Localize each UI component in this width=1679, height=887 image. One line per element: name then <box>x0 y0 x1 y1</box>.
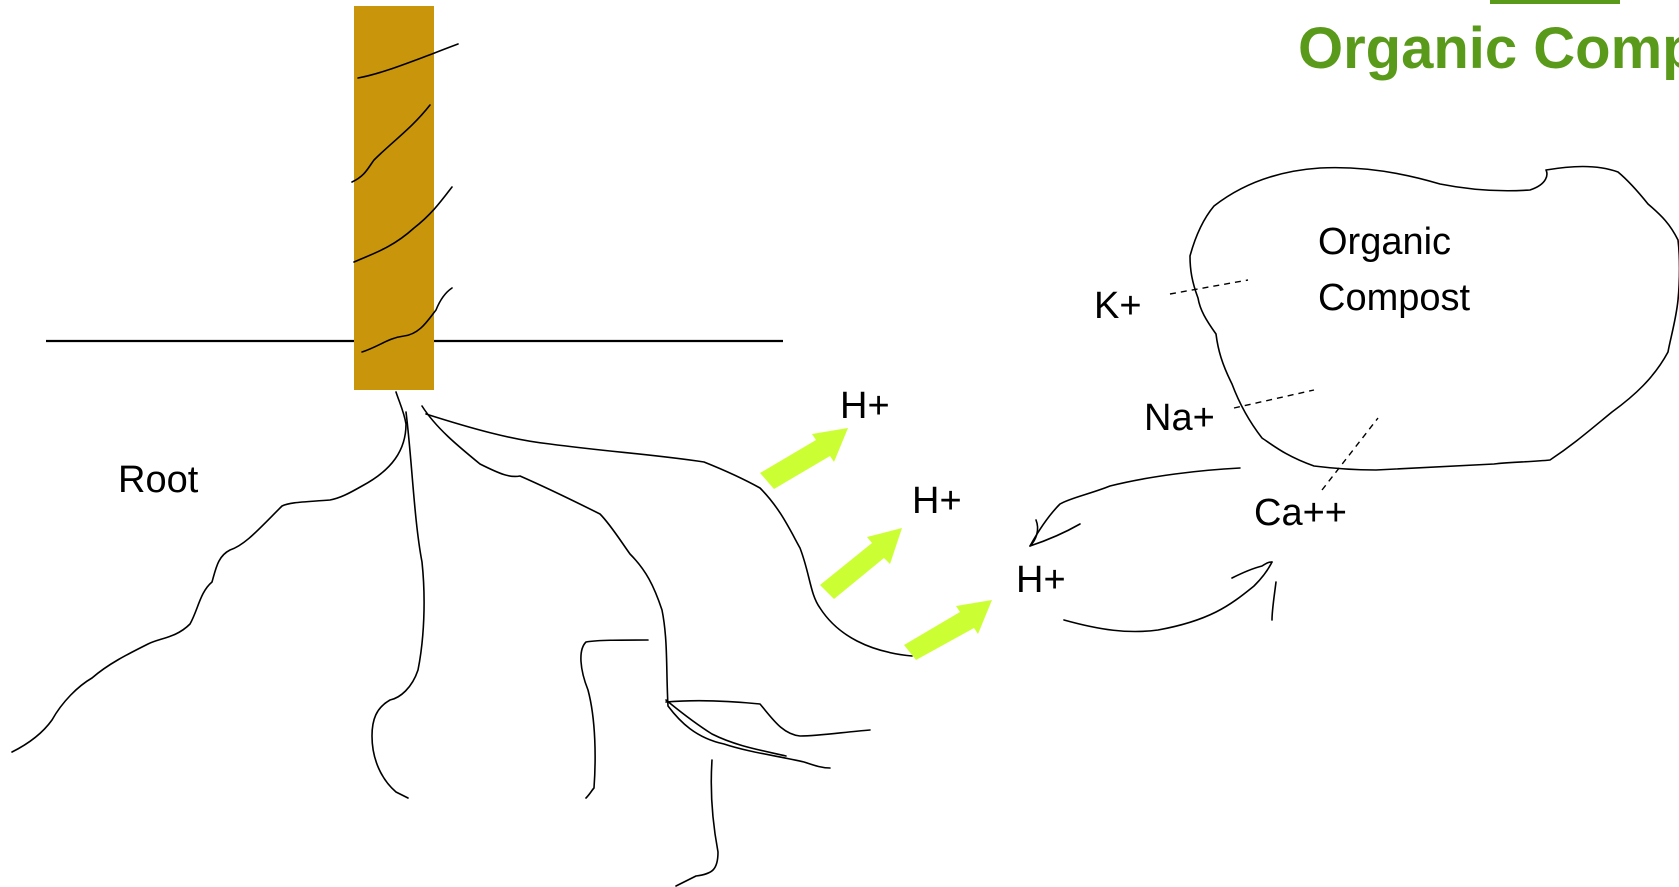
h-ion-arrow-1 <box>760 428 848 489</box>
ca-ion-link <box>1321 417 1379 491</box>
na-ion-label: Na+ <box>1144 397 1215 439</box>
organic-compost-outline <box>1189 165 1679 471</box>
h-ion-label-2: H+ <box>912 480 962 522</box>
h-ion-label-1: H+ <box>840 385 890 427</box>
h-ion-arrow-2 <box>820 528 902 599</box>
k-ion-link <box>1169 279 1249 295</box>
h-ion-label-3: H+ <box>1016 559 1066 601</box>
title-underline-fragment <box>1490 0 1620 4</box>
compost-label-line1: Organic <box>1318 221 1451 263</box>
root-label: Root <box>118 459 199 501</box>
root-system <box>11 391 913 887</box>
h-ion-arrow-3 <box>904 600 992 660</box>
compost-label-line2: Compost <box>1318 277 1470 319</box>
ion-exchange-arrows <box>1029 467 1277 633</box>
h-ion-arrows <box>760 428 992 660</box>
stem-bark-marks <box>351 43 459 353</box>
ca-ion-label: Ca++ <box>1254 492 1347 534</box>
k-ion-label: K+ <box>1094 285 1142 327</box>
diagram-title: Organic Compost <box>1298 16 1679 81</box>
plant-stem <box>354 6 434 390</box>
na-ion-link <box>1233 389 1315 409</box>
